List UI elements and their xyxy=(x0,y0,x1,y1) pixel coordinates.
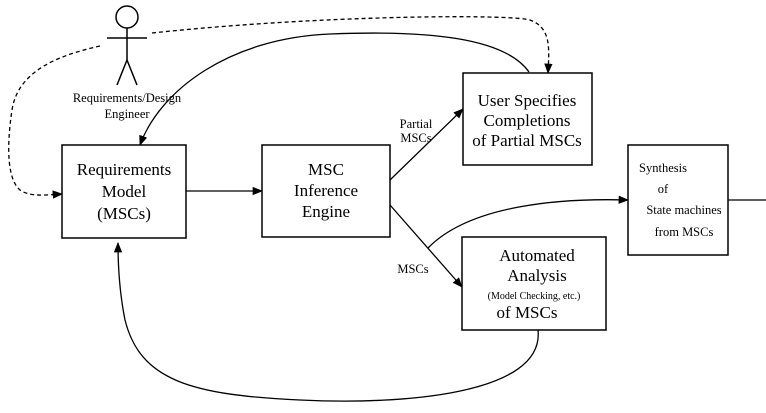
inference-engine-box xyxy=(261,144,391,238)
edge-inference-to-user-specifies xyxy=(389,108,464,181)
edge-inference-to-analysis xyxy=(389,204,463,288)
edge-analysis-to-requirements xyxy=(113,241,539,402)
synthesis-line3: State machines xyxy=(646,203,721,217)
synthesis-box xyxy=(627,144,729,256)
requirements-model-box xyxy=(61,144,187,239)
actor-label-line2: Engineer xyxy=(104,107,150,121)
synthesis-line2: of xyxy=(658,182,669,196)
automated-analysis-line3: (Model Checking, etc.) xyxy=(488,291,581,302)
edge-user-specifies-to-requirements xyxy=(139,32,530,146)
partial-msc-label-line1: Partial xyxy=(400,117,433,131)
edge-actor-to-requirements xyxy=(8,45,101,199)
automated-analysis-line4: of MSCs xyxy=(497,303,558,322)
user-specifies-line2: Completions xyxy=(484,111,571,130)
partial-msc-label-line2: MSCs xyxy=(400,131,431,145)
inference-engine-line2: Inference xyxy=(294,181,358,200)
requirements-model-line3: (MSCs) xyxy=(97,204,151,223)
edge-to-synthesis xyxy=(427,195,630,249)
synthesis-line1: Synthesis xyxy=(639,161,687,175)
user-specifies-box xyxy=(462,72,593,166)
automated-analysis-line2: Analysis xyxy=(507,266,567,285)
requirements-model-line1: Requirements xyxy=(77,160,171,179)
msc-label: MSCs xyxy=(397,262,428,276)
inference-engine-line1: MSC xyxy=(308,160,344,179)
actor-label-line1: Requirements/Design xyxy=(73,91,182,105)
requirements-model-line2: Model xyxy=(102,182,147,201)
user-specifies-line1: User Specifies xyxy=(478,91,577,110)
inference-engine-line3: Engine xyxy=(302,202,350,221)
automated-analysis-box xyxy=(461,236,607,331)
user-specifies-line3: of Partial MSCs xyxy=(472,131,582,150)
engineer-actor-icon xyxy=(107,5,147,86)
automated-analysis-line1: Automated xyxy=(499,246,575,265)
edge-actor-to-user-specifies xyxy=(151,16,553,75)
synthesis-line4: from MSCs xyxy=(655,225,714,239)
